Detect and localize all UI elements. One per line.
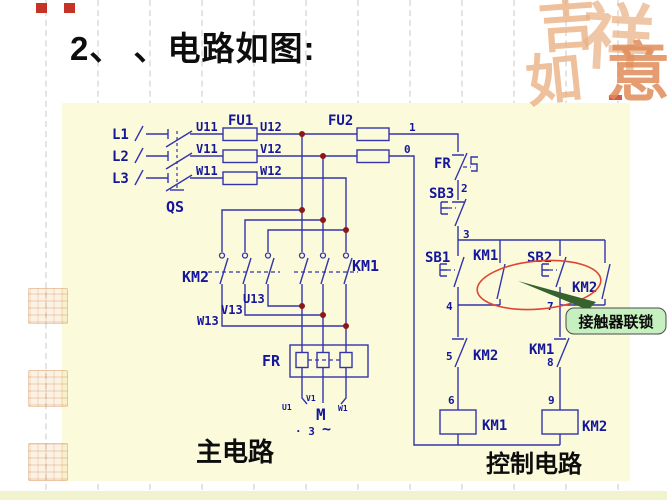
label-motor-wave: ~ bbox=[322, 420, 331, 438]
label-l1: L1 bbox=[112, 127, 129, 143]
label-motor-phase: · 3 bbox=[295, 425, 315, 438]
wire-number-6: 6 bbox=[448, 394, 455, 407]
fu2-fuses bbox=[356, 127, 390, 164]
km1-main-contacts bbox=[294, 252, 358, 345]
label-km1-selfhold: KM1 bbox=[473, 248, 498, 264]
main-circuit-caption: 主电路 bbox=[196, 437, 275, 467]
label-l3: L3 bbox=[112, 171, 129, 187]
decorative-stamp bbox=[28, 443, 68, 481]
km1-coil bbox=[439, 409, 477, 445]
label-km1-coil: KM1 bbox=[482, 418, 507, 434]
phase-drop-wires bbox=[221, 134, 346, 252]
label-sb1: SB1 bbox=[425, 250, 450, 266]
label-u12: U12 bbox=[260, 120, 282, 134]
bg-stripe bbox=[45, 0, 47, 500]
label-w12: W12 bbox=[260, 164, 282, 178]
control-circuit-caption: 控制电路 bbox=[486, 450, 583, 478]
label-terminal-w1: W1 bbox=[338, 404, 348, 413]
fr-heater bbox=[289, 344, 369, 378]
main-circuit: L1 L2 L3 QS U11 V11 W11 FU1 U12 V12 W12 … bbox=[112, 113, 560, 467]
label-km2-main: KM2 bbox=[182, 268, 209, 286]
label-km1-interlock: KM1 bbox=[529, 342, 554, 358]
label-fu1: FU1 bbox=[228, 113, 253, 129]
decorative-stamp bbox=[28, 370, 68, 407]
red-mark bbox=[36, 3, 47, 13]
interlock-highlight-ellipse bbox=[476, 259, 602, 311]
wire-number-0: 0 bbox=[404, 143, 411, 156]
label-km1-main: KM1 bbox=[352, 257, 379, 275]
annotation-arrow bbox=[518, 281, 596, 310]
wire-number-4: 4 bbox=[446, 300, 453, 313]
label-v13: V13 bbox=[221, 303, 243, 317]
sb1-start-button bbox=[439, 240, 465, 337]
sb3-stop-button bbox=[440, 198, 467, 240]
fr-contact bbox=[452, 152, 478, 200]
label-terminal-u1: U1 bbox=[282, 403, 292, 412]
label-v11: V11 bbox=[196, 142, 218, 156]
km2-interlock-contact bbox=[452, 337, 468, 410]
label-km2-coil: KM2 bbox=[582, 419, 607, 435]
label-u13: U13 bbox=[243, 292, 265, 306]
label-v12: V12 bbox=[260, 142, 282, 156]
fu1-fuses bbox=[222, 127, 258, 186]
interlock-annotation: 接触器联锁 bbox=[476, 259, 667, 335]
km1-interlock-contact bbox=[554, 337, 570, 410]
label-l2: L2 bbox=[112, 149, 129, 165]
red-mark bbox=[609, 95, 622, 100]
label-fr-main: FR bbox=[262, 352, 281, 370]
label-sb3: SB3 bbox=[429, 186, 454, 202]
decorative-stamp bbox=[28, 288, 68, 324]
km2-main-contacts bbox=[208, 252, 346, 327]
bottom-band bbox=[0, 491, 667, 500]
label-w13: W13 bbox=[197, 314, 219, 328]
label-terminal-v1: V1 bbox=[306, 394, 316, 403]
label-motor-m: M bbox=[316, 405, 326, 424]
label-km2-interlock: KM2 bbox=[473, 348, 498, 364]
motor bbox=[301, 377, 347, 405]
label-km2-selfhold: KM2 bbox=[572, 280, 597, 296]
red-mark bbox=[64, 3, 75, 13]
annotation-box bbox=[565, 307, 667, 335]
three-phase-lines bbox=[134, 125, 560, 446]
label-fr-control: FR bbox=[434, 156, 451, 172]
wire-number-3: 3 bbox=[463, 228, 470, 241]
label-u11: U11 bbox=[196, 120, 218, 134]
qs-switch bbox=[165, 130, 193, 192]
label-qs: QS bbox=[166, 198, 184, 216]
page-title: 2、 、电路如图: bbox=[70, 30, 316, 67]
wire-number-1: 1 bbox=[409, 121, 416, 134]
label-w11: W11 bbox=[196, 164, 218, 178]
annotation-label: 接触器联锁 bbox=[578, 313, 653, 331]
wire-number-8: 8 bbox=[547, 356, 554, 369]
control-circuit: FR 2 SB3 3 SB1 KM1 SB2 KM2 4 7 5 KM2 KM1… bbox=[425, 152, 611, 478]
wire-number-7: 7 bbox=[547, 300, 554, 313]
wire-number-5: 5 bbox=[446, 350, 453, 363]
label-sb2: SB2 bbox=[527, 250, 552, 266]
seal-character: 意 bbox=[606, 36, 667, 111]
junction-dots bbox=[299, 131, 349, 329]
label-fu2: FU2 bbox=[328, 113, 353, 129]
km2-coil bbox=[541, 409, 579, 445]
wire-number-9: 9 bbox=[548, 394, 555, 407]
wire-number-2: 2 bbox=[461, 182, 468, 195]
